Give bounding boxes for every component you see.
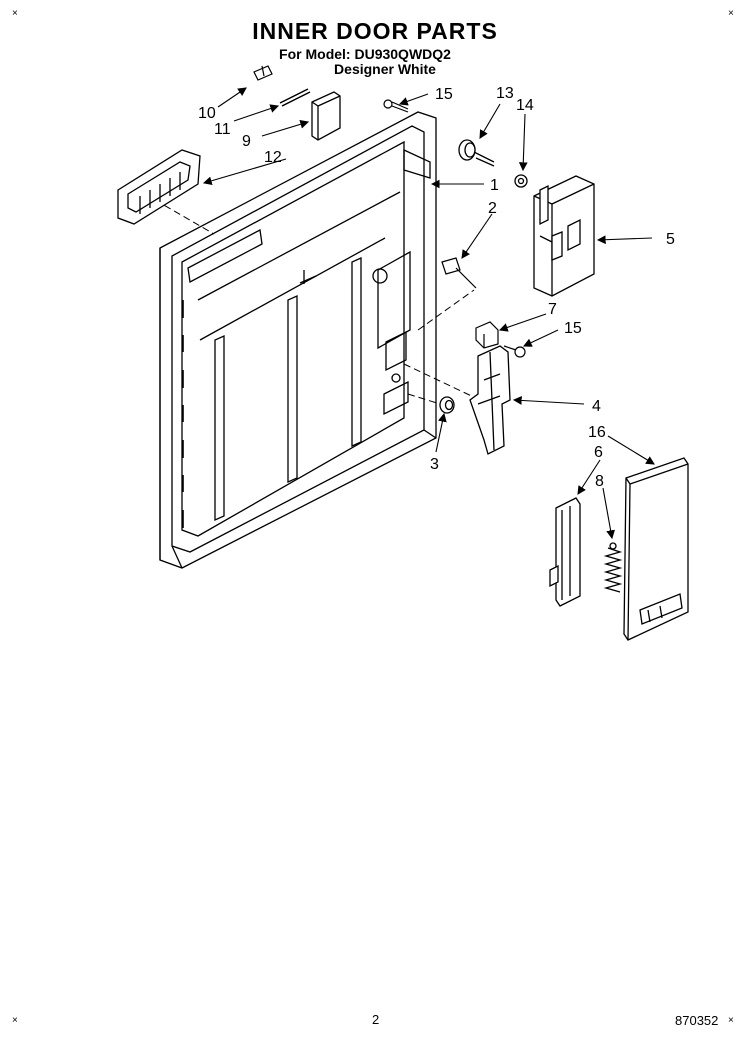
callout-12: 12 [264,149,282,166]
callout-2: 2 [488,200,497,217]
callout-1: 1 [490,177,499,194]
callout-7: 7 [548,301,557,318]
corner-mark-bottom-right: × [728,1015,734,1026]
callout-13: 13 [496,85,514,102]
callout-5: 5 [666,231,675,248]
callout-labels: 10 11 9 12 15 13 14 1 2 5 7 15 4 3 16 6 … [198,85,675,490]
catch-part-2 [441,257,477,289]
document-number: 870352 [675,1013,719,1028]
callout-15-top: 15 [435,86,453,103]
lever-part-7 [475,321,499,349]
inner-door-panel [159,111,437,569]
rod-part-11 [279,88,311,107]
knob-part-13 [458,139,495,167]
page-number: 2 [372,1012,380,1027]
corner-mark-top-right: × [728,8,734,19]
callout-16: 16 [588,424,606,441]
callout-8: 8 [595,473,604,490]
washer-part-14 [514,174,528,188]
corner-mark-bottom-left: × [12,1015,18,1026]
spring-part-8 [603,542,623,593]
callout-11: 11 [214,121,231,138]
model-number: For Model: DU930QWDQ2 [279,46,451,62]
corner-mark-top-left: × [12,8,18,19]
callout-4: 4 [592,398,601,415]
callout-15-lower: 15 [564,320,582,337]
color-name: Designer White [334,61,436,77]
cover-part-16 [623,457,689,641]
screw-part-15-lower [503,345,526,358]
callout-6: 6 [594,444,603,461]
cap-part-9 [311,91,341,141]
bumper-part-3 [439,396,455,414]
callout-9: 9 [242,133,251,150]
callout-14: 14 [516,97,534,114]
slide-part-6 [549,497,581,607]
handle-part-12 [117,149,201,225]
screw-part-15-top [383,99,409,113]
callout-3: 3 [430,456,439,473]
latch-housing-part-5 [533,175,595,297]
pin-part-10 [253,65,273,81]
latch-part-4 [469,345,511,455]
callout-10: 10 [198,105,216,122]
diagram-title: INNER DOOR PARTS [252,18,498,44]
